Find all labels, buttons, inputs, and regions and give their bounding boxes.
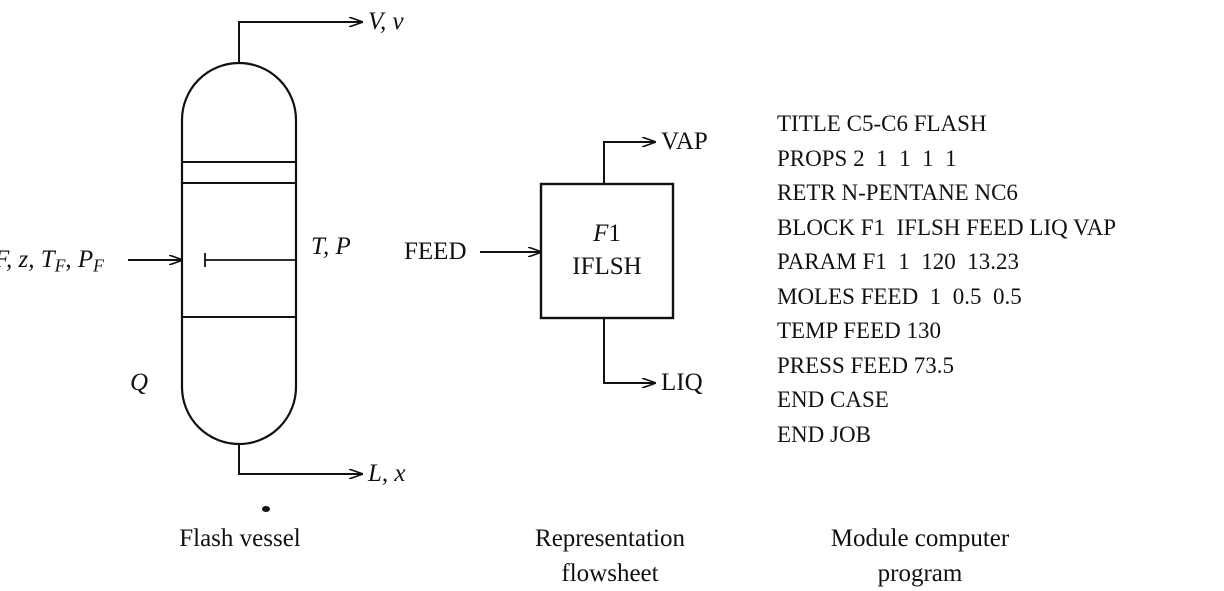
program-line: PROPS 2 1 1 1 1 — [777, 145, 957, 171]
program-line: END JOB — [777, 421, 871, 447]
vessel-caption: Flash vessel — [179, 525, 301, 552]
program-line: BLOCK F1 IFLSH FEED LIQ VAP — [777, 214, 1117, 240]
program-line: PARAM F1 1 120 13.23 — [777, 249, 1019, 274]
flowsheet-caption-line1: Representation — [535, 525, 685, 552]
program-line: PRESS FEED 73.5 — [777, 352, 955, 378]
program-caption-line1: Module computer — [830, 525, 1010, 552]
flowsheet-block-type: IFLSH — [572, 253, 642, 280]
liquid-outlet-line — [238, 444, 362, 474]
block-id-number: 1 — [608, 220, 621, 247]
heat-duty-label: Q — [130, 369, 149, 396]
program-line: TITLE C5-C6 FLASH — [777, 111, 987, 136]
program-line: END CASE — [777, 387, 889, 412]
block-id-letter: F — [593, 220, 609, 247]
vapor-outlet-line — [238, 22, 362, 63]
program-listing: TITLE C5-C6 FLASH PROPS 2 1 1 1 1 RETR N… — [777, 107, 1116, 452]
flowsheet-caption-line2: flowsheet — [561, 560, 659, 587]
program-caption: Module computer program — [810, 521, 1030, 591]
program-line: MOLES FEED 1 0.5 0.5 — [777, 283, 1022, 309]
flowsheet-feed-label: FEED — [404, 238, 467, 265]
feed-variables-label: F, z, TF, PF — [0, 245, 104, 275]
flowsheet-vap-label: VAP — [661, 128, 708, 155]
flowsheet-vap-line — [603, 142, 655, 184]
flowsheet-caption: Representation flowsheet — [510, 521, 710, 591]
scan-speck — [262, 506, 270, 512]
program-caption-line2: program — [877, 560, 963, 587]
liquid-outlet-label: L, x — [368, 460, 406, 487]
flowsheet-block — [539, 182, 675, 320]
program-line: TEMP FEED 130 — [777, 318, 941, 343]
feed-pressure-sub: F — [93, 255, 104, 276]
vapor-outlet-label: V, v — [368, 8, 404, 35]
vessel-state-label: T, P — [311, 233, 351, 260]
flash-vessel-body — [180, 61, 298, 446]
flowsheet-block-id: F1 — [541, 219, 673, 249]
feed-pressure-sep: , — [65, 246, 78, 273]
feed-temperature-sub: F — [54, 255, 66, 276]
feed-flow-composition: F, z, — [0, 246, 35, 273]
feed-temperature: T — [40, 246, 55, 273]
program-line: RETR N-PENTANE NC6 — [777, 180, 1018, 205]
flowsheet-liq-line — [603, 318, 655, 383]
flowsheet-liq-label: LIQ — [661, 369, 703, 396]
feed-pressure: P — [77, 246, 94, 273]
